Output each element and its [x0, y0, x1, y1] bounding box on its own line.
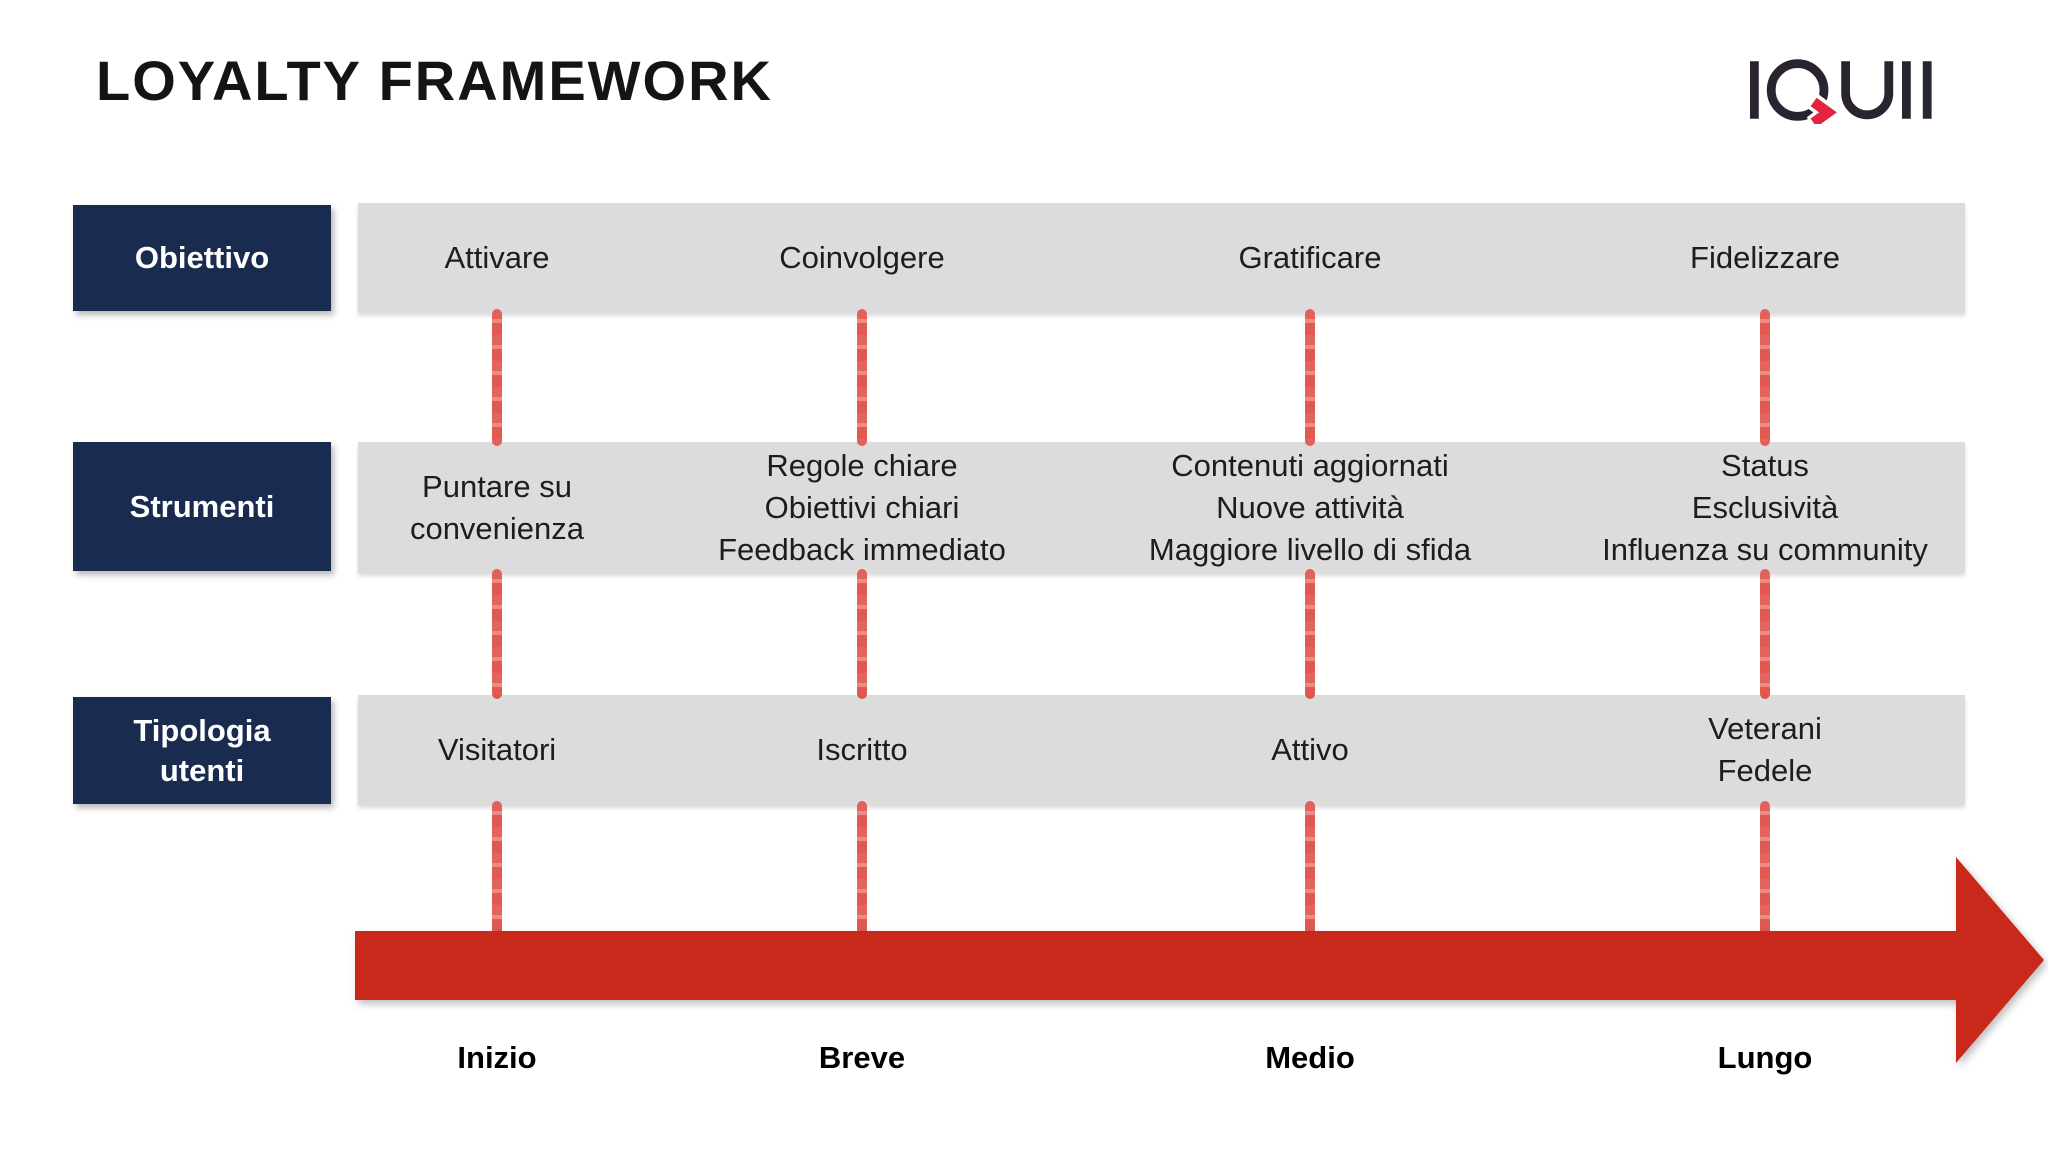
cell-tipologia-attivo: Attivo [1090, 695, 1530, 805]
connector-line [492, 569, 502, 699]
cell-obiettivo-coinvolgere: Coinvolgere [642, 203, 1082, 313]
cell-line: Feedback immediato [718, 531, 1006, 567]
page-title: LOYALTY FRAMEWORK [96, 49, 773, 112]
connector-line [857, 569, 867, 699]
cell-obiettivo-fidelizzare: Fidelizzare [1545, 203, 1985, 313]
cell-line: Regole chiare [766, 447, 958, 483]
connector-line [1305, 801, 1315, 935]
band-obiettivo [358, 203, 1965, 313]
cell-line: Attivo [1271, 732, 1349, 767]
cell-line: Coinvolgere [779, 240, 945, 275]
cell-tipologia-veterani: Veterani Fedele [1545, 695, 1985, 805]
cell-line: Fidelizzare [1690, 240, 1840, 275]
cell-strumenti-1: Puntare su convenienza [277, 442, 717, 573]
cell-line: Nuove attività [1216, 489, 1404, 525]
connector-line [492, 801, 502, 935]
cell-line: Iscritto [816, 732, 908, 767]
row-label-tipologia-utenti: Tipologia utenti [73, 697, 331, 804]
timeline-label-medio: Medio [1265, 1040, 1355, 1075]
cell-strumenti-4: Status Esclusività Influenza su communit… [1545, 442, 1985, 573]
cell-line: Puntare su [422, 468, 572, 504]
connector-line [1305, 309, 1315, 446]
band-tipologia-utenti [358, 695, 1965, 805]
cell-line: Influenza su community [1602, 531, 1928, 567]
connector-line [857, 309, 867, 446]
connector-line [492, 309, 502, 446]
connector-line [1760, 309, 1770, 446]
cell-line: convenienza [409, 510, 585, 546]
cell-line: Obiettivi chiari [764, 489, 960, 525]
cell-line: Status [1721, 447, 1809, 483]
connector-line [857, 801, 867, 935]
q-arrow-icon [1810, 97, 1837, 124]
cell-line: Contenuti aggiornati [1171, 447, 1449, 483]
iquii-logo-svg [1750, 59, 1932, 124]
cell-line: Attivare [444, 240, 550, 275]
row-label-strumenti: Strumenti [73, 442, 331, 571]
iquii-logo: IQUII [1748, 56, 1940, 124]
cell-tipologia-visitatori: Visitatori [277, 695, 717, 805]
row-label-obiettivo: Obiettivo [73, 205, 331, 311]
cell-obiettivo-attivare: Attivare [277, 203, 717, 313]
timeline-label-inizio: Inizio [457, 1040, 537, 1075]
timeline-arrow-body [355, 931, 1960, 1000]
cell-line: Visitatori [437, 732, 557, 767]
cell-strumenti-2: Regole chiare Obiettivi chiari Feedback … [642, 442, 1082, 573]
band-strumenti [358, 442, 1965, 573]
cell-line: Esclusività [1691, 489, 1839, 525]
cell-obiettivo-gratificare: Gratificare [1090, 203, 1530, 313]
timeline-arrow-head [1956, 857, 2044, 1063]
cell-tipologia-iscritto: Iscritto [642, 695, 1082, 805]
cell-line: Gratificare [1238, 240, 1382, 275]
cell-line: Maggiore livello di sfida [1148, 531, 1472, 567]
timeline-label-lungo: Lungo [1717, 1040, 1813, 1075]
logo-letter-q [1766, 59, 1829, 121]
cell-line: Fedele [1717, 753, 1813, 788]
timeline-label-breve: Breve [818, 1040, 906, 1075]
cell-line: Veterani [1708, 711, 1822, 746]
connector-line [1760, 569, 1770, 699]
cell-strumenti-3: Contenuti aggiornati Nuove attività Magg… [1090, 442, 1530, 573]
logo-letter-u [1841, 61, 1894, 120]
connector-line [1305, 569, 1315, 699]
connector-line [1760, 801, 1770, 935]
